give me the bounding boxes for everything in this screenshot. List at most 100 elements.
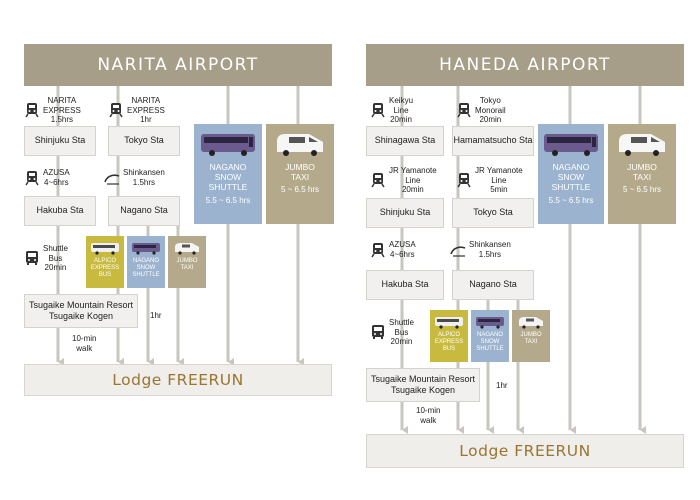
bullet-train-icon [104, 174, 120, 185]
haneda-destination-lodge: Lodge FREERUN [366, 434, 684, 468]
narita-shuttle-bus-line1: Shuttle [43, 244, 68, 253]
haneda-hakuba-station: Hakuba Sta [366, 270, 444, 300]
narita-shuttle-bus-time: 20min [44, 263, 67, 273]
haneda-tile-shuttle-line2: SNOW [557, 172, 585, 183]
narita-one-hour-note: 1hr [150, 311, 162, 320]
van-icon [175, 243, 199, 255]
haneda-nagano-snow-shuttle-tile: NAGANO SNOW SHUTTLE 5.5 ~ 6.5 hrs [538, 124, 604, 224]
narita-express-segment-1: NARITA EXPRESS 1.5hrs [24, 96, 81, 125]
haneda-jr2-time: 5min [490, 185, 508, 195]
haneda-tsugaike-resort: Tsugaike Mountain Resort Tsugaike Kogen [366, 368, 480, 402]
haneda-mini-jumbo-line1: JUMBO [520, 332, 542, 338]
haneda-hamamatsucho-station: Hamamatsucho Sta [452, 126, 534, 156]
narita-hakuba-station: Hakuba Sta [24, 196, 96, 226]
narita-resort-line1: Tsugaike Mountain Resort [28, 299, 134, 310]
haneda-walk-note: 10-min walk [416, 406, 440, 425]
narita-mini-jumbo-line2: TAXI [180, 264, 194, 271]
narita-mini-nagano-line1: NAGANO [132, 258, 159, 264]
narita-tile-taxi-line1: JUMBO [285, 162, 315, 172]
haneda-mini-alpico-line2: EXPRESS [434, 338, 464, 345]
haneda-monorail-line1: Tokyo [479, 96, 501, 105]
haneda-keikyu-line2: Line [393, 105, 409, 115]
van-icon [619, 134, 665, 156]
haneda-mini-alpico-express-bus: ALPICO EXPRESS BUS [430, 310, 468, 362]
narita-walk-line2: walk [76, 343, 93, 353]
train-icon [109, 103, 123, 118]
bullet-train-icon [450, 246, 466, 257]
haneda-shinkansen-time: 1.5hrs [478, 249, 502, 259]
haneda-keikyu-time: 20min [390, 115, 412, 125]
narita-shinkansen-segment: Shinkansen 1.5hrs [104, 168, 165, 187]
haneda-mini-alpico-line1: ALPICO [437, 332, 460, 338]
train-icon [457, 103, 471, 118]
haneda-azusa-name: AZUSA [389, 240, 416, 249]
coach-bus-icon [476, 317, 504, 329]
narita-mini-alpico-line1: ALPICO [93, 258, 116, 264]
narita-tile-taxi-line2: TAXI [290, 172, 310, 183]
haneda-jr-yamanote-segment-1: JR Yamanote Line 20min [370, 166, 437, 195]
narita-walk-line1: 10-min [72, 334, 97, 343]
haneda-jr1-line1: JR Yamanote [389, 166, 437, 175]
narita-nagano-snow-shuttle-tile: NAGANO SNOW SHUTTLE 5.5 ~ 6.5 hrs [194, 124, 262, 224]
haneda-mini-jumbo-line2: TAXI [524, 338, 538, 345]
train-icon [371, 173, 385, 188]
coach-bus-icon [91, 243, 119, 255]
narita-destination-lodge: Lodge FREERUN [24, 364, 332, 396]
train-icon [371, 103, 385, 118]
haneda-jr-yamanote-segment-2: JR Yamanote Line 5min [456, 166, 523, 195]
narita-tile-taxi-duration: 5 ~ 6.5 hrs [280, 185, 320, 195]
haneda-jr1-line2: Line [405, 175, 421, 185]
haneda-shinkansen-name: Shinkansen [469, 240, 511, 249]
haneda-jr1-time: 20min [401, 185, 424, 195]
haneda-keikyu-line1: Keikyu [389, 96, 414, 105]
haneda-tile-shuttle-duration: 5.5 ~ 6.5 hrs [548, 195, 594, 205]
narita-mini-alpico-express-bus: ALPICO EXPRESS BUS [86, 236, 124, 288]
narita-mini-jumbo-line1: JUMBO [176, 258, 198, 264]
bus-icon [372, 325, 384, 340]
coach-bus-icon [435, 317, 463, 329]
coach-bus-icon [544, 134, 598, 156]
narita-mini-alpico-line3: BUS [98, 271, 112, 278]
haneda-walk-line1: 10-min [416, 406, 441, 415]
haneda-shuttle-bus-segment: Shuttle Bus 20min [370, 318, 414, 347]
haneda-mini-jumbo-taxi: JUMBO TAXI [512, 310, 550, 362]
narita-shinkansen-time: 1.5hrs [132, 177, 156, 187]
narita-tokyo-station: Tokyo Sta [108, 126, 180, 156]
narita-shuttle-bus-segment: Shuttle Bus 20min [24, 244, 68, 273]
train-icon [457, 173, 471, 188]
narita-resort-line2: Tsugaike Kogen [48, 311, 114, 321]
haneda-shuttle-bus-time: 20min [390, 337, 413, 347]
haneda-monorail-time: 20min [479, 115, 502, 125]
narita-mini-nagano-line3: SHUTTLE [132, 271, 160, 278]
haneda-shuttle-bus-line2: Bus [394, 327, 409, 337]
haneda-mini-nagano-line3: SHUTTLE [476, 345, 504, 352]
narita-express-2-line1: NARITA [131, 96, 161, 105]
narita-azusa-segment: AZUSA 4~6hrs [24, 168, 70, 187]
haneda-shuttle-bus-line1: Shuttle [389, 318, 414, 327]
coach-bus-icon [201, 134, 255, 156]
train-icon [371, 242, 385, 258]
haneda-shinjuku-station: Shinjuku Sta [366, 198, 444, 228]
narita-jumbo-taxi-tile: JUMBO TAXI 5 ~ 6.5 hrs [266, 124, 334, 224]
narita-azusa-name: AZUSA [43, 168, 70, 177]
narita-mini-jumbo-taxi: JUMBO TAXI [168, 236, 206, 288]
narita-express-1-time: 1.5hrs [50, 115, 74, 125]
van-icon [519, 317, 543, 329]
narita-tile-shuttle-line1: NAGANO [209, 162, 247, 172]
haneda-keikyu-segment: Keikyu Line 20min [370, 96, 413, 125]
haneda-tile-taxi-duration: 5 ~ 6.5 hrs [622, 185, 662, 195]
haneda-tile-shuttle-line3: SHUTTLE [551, 182, 591, 193]
haneda-tokyo-station: Tokyo Sta [452, 198, 534, 228]
haneda-monorail-line2: Monorail [475, 105, 506, 115]
haneda-azusa-segment: AZUSA 4~6hrs [370, 240, 416, 259]
haneda-tile-taxi-line2: TAXI [632, 172, 652, 183]
haneda-jr2-line1: JR Yamanote [475, 166, 523, 175]
haneda-azusa-time: 4~6hrs [389, 249, 415, 259]
haneda-monorail-segment: Tokyo Monorail 20min [456, 96, 506, 125]
haneda-mini-alpico-line3: BUS [442, 345, 456, 352]
narita-express-1-line2: EXPRESS [43, 105, 81, 115]
narita-mini-alpico-line2: EXPRESS [90, 264, 120, 271]
haneda-resort-line2: Tsugaike Kogen [390, 385, 456, 395]
haneda-jr2-line2: Line [491, 175, 507, 185]
haneda-shinkansen-segment: Shinkansen 1.5hrs [450, 240, 511, 259]
